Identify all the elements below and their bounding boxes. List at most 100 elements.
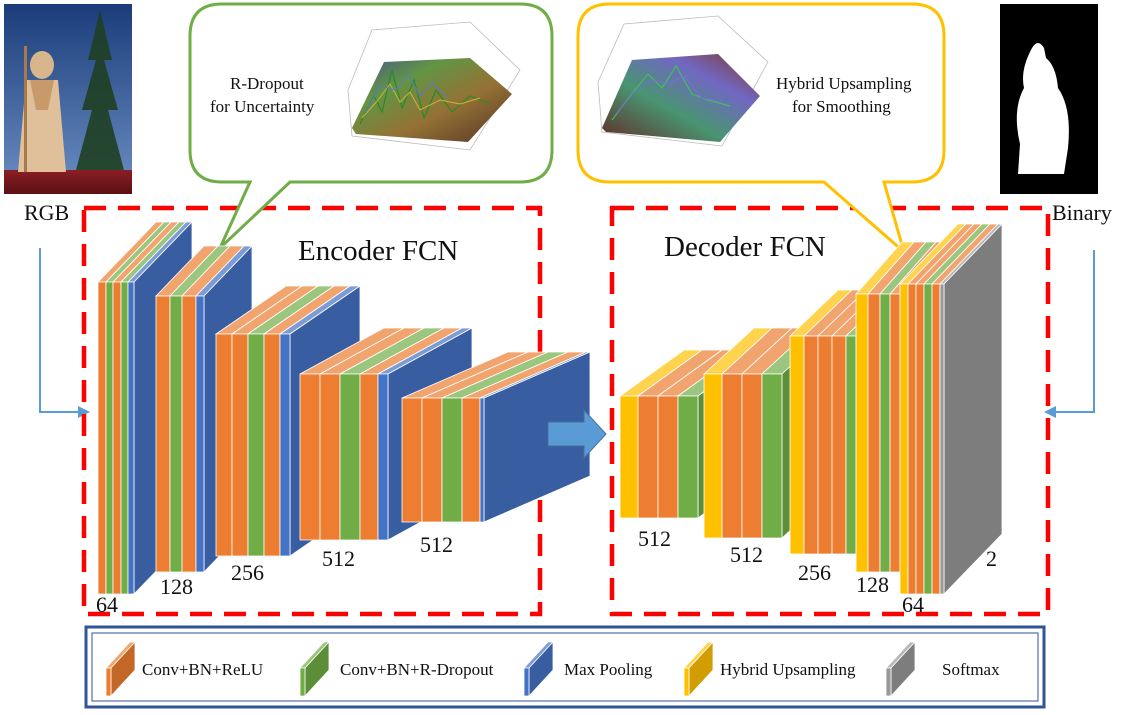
dropout-layer-front <box>761 373 783 539</box>
legend-swatch-layer-block <box>885 640 916 698</box>
legend-swatch-layer-block <box>523 640 554 698</box>
legend-swatch-layer-block <box>299 640 330 698</box>
conv-layer-front <box>461 397 481 523</box>
dropout-layer-front <box>339 373 361 541</box>
decoder-title: Decoder FCN <box>664 231 826 263</box>
encoder-stage-label: 256 <box>231 560 264 585</box>
conv-layer-front <box>637 395 659 519</box>
encoder-bubble-line1: R-Dropout <box>230 74 304 93</box>
decoder-bubble-line2: for Smoothing <box>792 97 891 116</box>
decoder-stage-label: 2 <box>986 546 997 571</box>
upsample-layer-front <box>789 335 805 555</box>
legend-swatch-layer-block <box>683 640 714 698</box>
decoder-stage-label: 256 <box>798 560 831 585</box>
decoder-stage-label: 512 <box>730 542 763 567</box>
pool-layer-block <box>479 351 591 523</box>
decoder-bubble-line1: Hybrid Upsampling <box>776 74 912 93</box>
upsample-layer-front <box>899 283 909 595</box>
output-label: Binary <box>1052 200 1112 225</box>
pool-layer-front <box>127 281 135 595</box>
conv-layer-front <box>263 333 281 557</box>
conv-layer-front <box>831 335 847 555</box>
softmax-layer-front <box>939 283 945 595</box>
legend-swatch-layer-front <box>105 667 112 697</box>
conv-layer-front <box>401 397 423 523</box>
legend-item: Max Pooling <box>523 640 653 698</box>
legend-swatch-layer-front <box>885 667 892 697</box>
dropout-layer-front <box>879 293 891 573</box>
dropout-layer-front <box>120 281 129 595</box>
conv-layer-front <box>803 335 819 555</box>
legend-swatch-layer-front <box>523 667 530 697</box>
legend-swatch-layer-front <box>683 667 690 697</box>
softmax-layer-side <box>943 223 1003 595</box>
encoder-surface-plot <box>347 21 521 151</box>
dropout-layer-front <box>169 295 183 573</box>
input-rgb-image <box>4 4 132 194</box>
pool-layer-front <box>195 295 205 573</box>
conv-layer-front <box>97 281 107 595</box>
conv-layer-front <box>907 283 917 595</box>
legend-label: Hybrid Upsampling <box>720 660 856 679</box>
conv-layer-front <box>181 295 197 573</box>
decoder-bubble: Hybrid Upsampling for Smoothing <box>576 2 946 257</box>
legend-label: Conv+BN+ReLU <box>142 660 263 679</box>
dropout-layer-front <box>247 333 265 557</box>
conv-layer-front <box>359 373 379 541</box>
conv-layer-front <box>867 293 881 573</box>
decoder-stage-label: 128 <box>856 572 889 597</box>
conv-layer-front <box>721 373 743 539</box>
conv-layer-front <box>112 281 122 595</box>
conv-layer-front <box>421 397 443 523</box>
decoder-surface-plot <box>597 15 769 147</box>
dropout-layer-front <box>845 335 857 555</box>
decoder-stage-label: 64 <box>902 592 924 617</box>
conv-layer-front <box>215 333 233 557</box>
output-arrow <box>1044 250 1095 418</box>
layer-blocks <box>97 221 1003 595</box>
encoder-stage-label: 512 <box>322 546 355 571</box>
encoder-bubble: R-Dropout for Uncertainty <box>188 2 554 250</box>
conv-layer-front <box>231 333 249 557</box>
dropout-layer-front <box>677 395 699 519</box>
pool-layer-front <box>377 373 389 541</box>
encoder-bubble-line2: for Uncertainty <box>210 97 315 116</box>
conv-layer-front <box>817 335 833 555</box>
conv-layer-front <box>319 373 341 541</box>
legend-item: Softmax <box>885 640 1000 698</box>
output-binary-mask <box>1000 4 1098 194</box>
legend-label: Conv+BN+R-Dropout <box>340 660 494 679</box>
upsample-layer-front <box>619 395 639 519</box>
legend-label: Max Pooling <box>564 660 653 679</box>
conv-layer-front <box>299 373 321 541</box>
conv-layer-front <box>741 373 763 539</box>
dropout-layer-front <box>441 397 463 523</box>
pool-layer-front <box>479 397 485 523</box>
encoder-to-decoder-arrow <box>547 408 607 460</box>
conv-layer-front <box>155 295 171 573</box>
input-arrow <box>39 248 90 418</box>
encoder-stage-label: 512 <box>420 532 453 557</box>
pool-layer-front <box>279 333 291 557</box>
upsample-layer-front <box>703 373 723 539</box>
conv-layer-front <box>889 293 901 573</box>
encoder-title: Encoder FCN <box>298 235 458 267</box>
legend-label: Softmax <box>942 660 1000 679</box>
encoder-stage-label: 128 <box>160 574 193 599</box>
decoder-dashed-box <box>609 205 1051 617</box>
input-label: RGB <box>24 200 69 225</box>
legend: Conv+BN+ReLU Conv+BN+R-Dropout Max Pooling… <box>84 625 1046 709</box>
dropout-layer-front <box>923 283 933 595</box>
legend-item: Conv+BN+ReLU <box>105 640 263 698</box>
legend-item: Conv+BN+R-Dropout <box>299 640 494 698</box>
upsample-layer-front <box>855 293 869 573</box>
softmax-layer-block <box>939 223 1003 595</box>
conv-layer-front <box>915 283 925 595</box>
dropout-layer-front <box>105 281 114 595</box>
legend-swatch-layer-front <box>299 667 306 697</box>
conv-layer-front <box>931 283 941 595</box>
legend-swatch-layer-block <box>105 640 136 698</box>
decoder-stage-label: 512 <box>638 526 671 551</box>
